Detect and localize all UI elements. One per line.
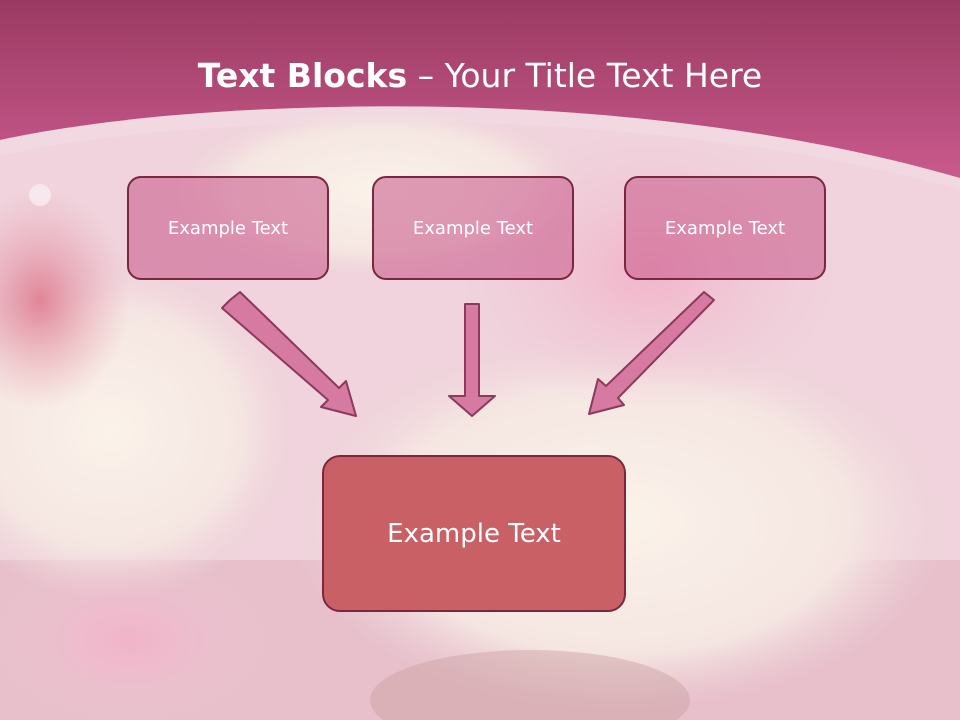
arrow-right-diagonal bbox=[588, 291, 715, 415]
text-block-2: Example Text bbox=[372, 176, 574, 280]
title-bold-text: Text Blocks bbox=[197, 56, 408, 95]
text-block-1: Example Text bbox=[127, 176, 329, 280]
title-dash: – bbox=[407, 56, 445, 95]
result-text-block-label: Example Text bbox=[387, 518, 561, 549]
result-text-block: Example Text bbox=[322, 455, 626, 612]
text-block-2-label: Example Text bbox=[412, 217, 534, 239]
slide-title: Text Blocks – Your Title Text Here bbox=[0, 52, 960, 100]
text-block-3-label: Example Text bbox=[664, 217, 786, 239]
arrow-left-diagonal bbox=[221, 291, 357, 417]
text-block-1-label: Example Text bbox=[167, 217, 289, 239]
text-block-3: Example Text bbox=[624, 176, 826, 280]
arrow-center-down bbox=[448, 303, 496, 417]
title-subtext: Your Title Text Here bbox=[444, 56, 763, 95]
